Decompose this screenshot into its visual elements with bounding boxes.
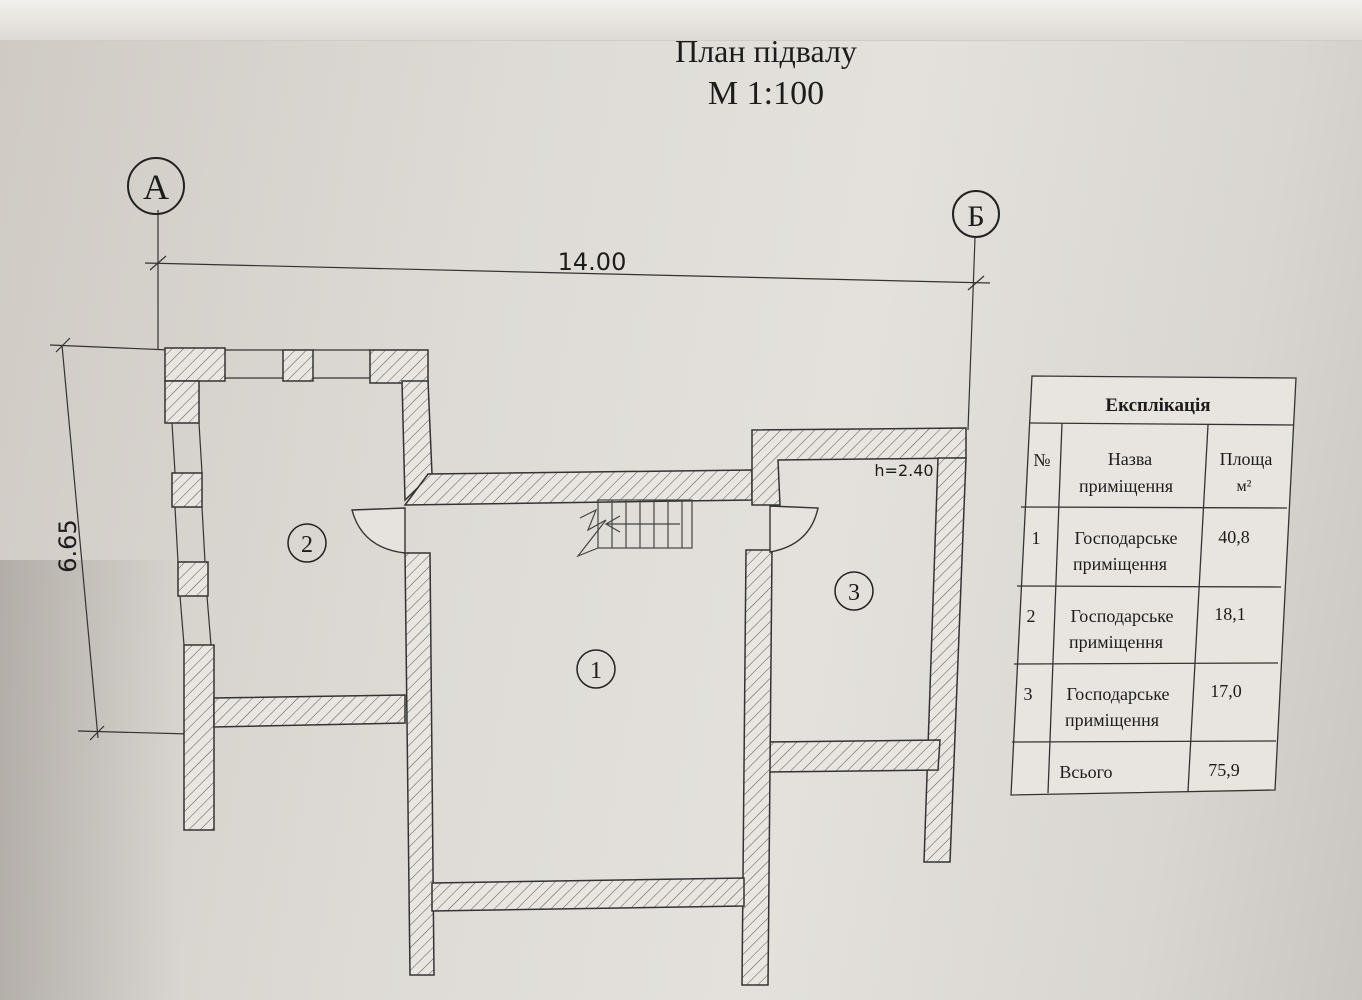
row-2-area: 18,1 [1214,604,1246,624]
height-note: h=2.40 [874,461,933,480]
depth-dimension-line [49,337,191,741]
plan-scale: М 1:100 [708,75,824,112]
header-name-2: приміщення [1079,476,1173,496]
door-openings [351,505,819,554]
room-marker-1: 1 [576,649,616,689]
row-1-name-1: Господарське [1074,528,1177,548]
row-2-name-1: Господарське [1070,606,1173,626]
row-3-no: 3 [1024,684,1033,704]
row-2-name-2: приміщення [1069,632,1163,652]
photo-shadow [0,560,180,1000]
axis-marker-b: Б [952,190,1000,238]
header-area-2: м² [1237,478,1252,495]
axis-marker-a: А [127,157,185,215]
width-dimension: 14.00 [558,248,627,276]
header-name-1: Назва [1108,449,1152,469]
total-label: Всього [1059,762,1112,782]
walls [164,347,967,986]
width-dimension-line [144,255,991,291]
row-1-name-2: приміщення [1073,554,1167,574]
depth-dimension: 6.65 [54,519,82,572]
explication-title: Експлікація [1105,395,1210,416]
row-1-no: 1 [1032,528,1041,548]
room-number-1: 1 [590,658,602,684]
row-3-name-2: приміщення [1065,710,1159,730]
room-number-3: 3 [848,580,860,606]
row-3-area: 17,0 [1210,681,1242,701]
axis-label-b: Б [967,200,984,233]
room-marker-3: 3 [834,571,874,611]
axis-lines [157,210,976,431]
header-area-1: Площа [1220,449,1273,469]
total-area: 75,9 [1208,760,1240,780]
row-1-area: 40,8 [1218,527,1250,547]
plan-title: План підвалу [675,33,857,69]
top-edge [0,0,1362,41]
staircase [576,499,693,558]
room-number-2: 2 [301,532,313,558]
room-marker-2: 2 [287,523,327,563]
window-lines [171,349,370,646]
row-3-name-1: Господарське [1066,684,1169,704]
row-2-no: 2 [1027,606,1036,626]
axis-label-a: А [143,167,169,207]
header-no: № [1033,450,1050,470]
explication-table: Експлікація № Назва приміщення Площа м² … [1010,375,1297,796]
